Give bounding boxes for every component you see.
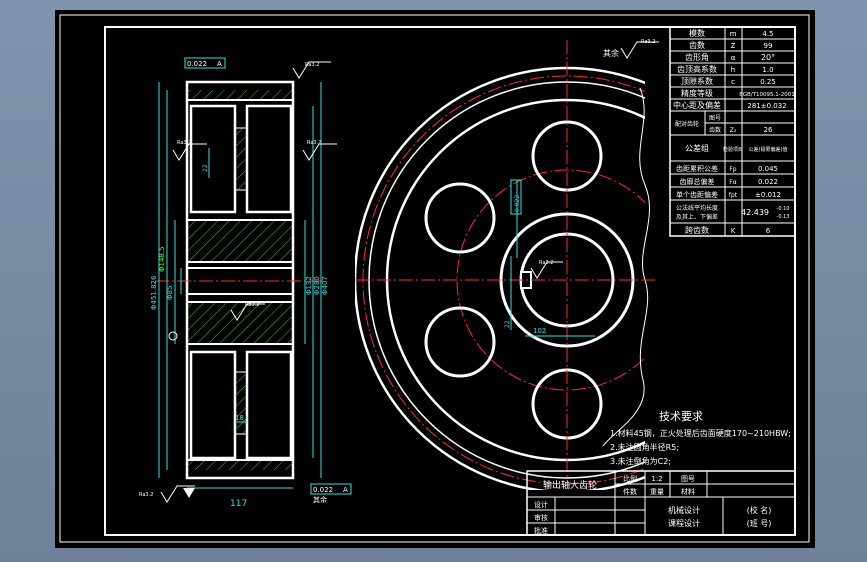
svg-text:26: 26 — [764, 126, 773, 134]
svg-text:fpt: fpt — [729, 192, 738, 199]
svg-text:8GB/T10095.1-2001: 8GB/T10095.1-2001 — [739, 92, 794, 98]
svg-text:99: 99 — [764, 42, 773, 50]
svg-text:20°: 20° — [761, 53, 775, 62]
tech-title: 技术要求 — [659, 410, 703, 423]
dim-width: 117 — [230, 499, 247, 509]
svg-text:α: α — [731, 54, 736, 62]
svg-text:0.25: 0.25 — [760, 78, 776, 86]
technical-requirements: 技术要求 1.材料45钢，正火处理后齿面硬度170~210HBW; 2.未注圆角… — [610, 410, 791, 466]
svg-text:(班 号): (班 号) — [747, 518, 772, 528]
table-text: 模数 m 4.5 齿数 Z 99 齿形角 α 20° 齿顶高系数 h 1.0 顶… — [673, 28, 795, 235]
svg-text:齿数: 齿数 — [709, 126, 721, 134]
svg-text:比例: 比例 — [623, 474, 637, 483]
svg-text:配对齿轮: 配对齿轮 — [675, 120, 699, 128]
dim-web-dia: Φ148.5 — [158, 246, 166, 272]
datum-top: A — [217, 60, 222, 68]
ra-right: Ra3.2 — [307, 140, 321, 146]
svg-text:件数: 件数 — [623, 487, 637, 496]
svg-text:0.022: 0.022 — [758, 178, 778, 186]
svg-text:齿形角: 齿形角 — [685, 52, 709, 62]
dim-hub-dia: Φ407 — [321, 276, 329, 295]
svg-text:单个齿距偏差: 单个齿距偏差 — [676, 190, 718, 199]
dim-root-dia: Φ280 — [313, 276, 321, 295]
svg-text:齿数: 齿数 — [689, 40, 705, 50]
ra-bottom: Ra3.2 — [139, 492, 153, 498]
dim-key-width: 22 — [504, 320, 511, 328]
svg-text:齿顶高系数: 齿顶高系数 — [677, 64, 717, 74]
svg-text:281±0.032: 281±0.032 — [747, 102, 786, 110]
dim-keyway: 102 — [533, 327, 546, 335]
dim-tip-dia: Φ451.826 — [150, 275, 158, 310]
svg-text:齿廓总偏差: 齿廓总偏差 — [680, 177, 715, 186]
tolerance-bottom: 0.022 — [313, 486, 333, 494]
dim-ring-dia: Φ132 — [305, 276, 313, 295]
dim-bore-dia: Φ85 — [166, 286, 174, 300]
svg-text:模数: 模数 — [689, 28, 705, 38]
tol-keyway: 0.022 — [514, 195, 521, 212]
svg-text:公差组: 公差组 — [685, 143, 709, 153]
svg-text:6: 6 — [766, 227, 771, 235]
ra-hub: Ra3.2 — [245, 302, 259, 308]
svg-text:公差(极限偏差)值: 公差(极限偏差)值 — [749, 146, 788, 153]
svg-text:材料: 材料 — [681, 487, 695, 496]
ra-top: Ra3.2 — [305, 62, 319, 68]
tech-line-2: 2.未注圆角半径R5; — [610, 442, 679, 452]
svg-text:审核: 审核 — [534, 513, 548, 522]
svg-text:检验项目: 检验项目 — [723, 146, 743, 153]
svg-text:K: K — [731, 227, 736, 235]
ra-other: Ra3.2 — [641, 39, 655, 45]
dim-hub: 18 — [235, 414, 244, 422]
gear-drawing: 0.022 A 0.022 A 其余 Ra3.2 Ra3.2 Ra3.2 Ra3… — [59, 14, 810, 543]
svg-text:Fp: Fp — [729, 166, 736, 173]
title-block — [526, 470, 796, 536]
other-label-bottom: 其余 — [313, 495, 327, 504]
svg-text:重量: 重量 — [650, 488, 664, 496]
dim-rim: 22 — [202, 164, 209, 172]
inner-frame — [104, 26, 796, 536]
svg-text:42.439: 42.439 — [741, 208, 769, 217]
svg-text:0.045: 0.045 — [758, 165, 778, 173]
svg-text:跨齿数: 跨齿数 — [685, 225, 709, 235]
svg-text:m: m — [730, 30, 737, 38]
svg-text:课程设计: 课程设计 — [668, 518, 700, 528]
svg-text:4.5: 4.5 — [762, 30, 773, 38]
svg-text:Z: Z — [731, 42, 736, 50]
svg-text:1.0: 1.0 — [762, 66, 773, 74]
svg-text:设计: 设计 — [534, 500, 548, 509]
tech-line-3: 3.未注倒角为C2; — [610, 456, 671, 466]
svg-text:c: c — [731, 78, 735, 86]
svg-text:h: h — [731, 66, 735, 74]
svg-text:顶隙系数: 顶隙系数 — [681, 76, 713, 86]
svg-text:批准: 批准 — [534, 526, 548, 535]
svg-text:精度等级: 精度等级 — [681, 88, 713, 98]
datum-bottom: A — [343, 486, 348, 494]
svg-text:±0.012: ±0.012 — [755, 191, 781, 199]
part-name: 输出轴大齿轮 — [543, 479, 597, 491]
cad-viewport[interactable]: 0.022 A 0.022 A 其余 Ra3.2 Ra3.2 Ra3.2 Ra3… — [55, 10, 815, 548]
tech-line-1: 1.材料45钢，正火处理后齿面硬度170~210HBW; — [610, 428, 791, 438]
title-block-text: 输出轴大齿轮 比例 1:2 件数 图号 重量 材料 设计 审核 批准 机械设计 … — [534, 474, 771, 535]
front-view — [355, 40, 659, 490]
svg-text:中心距及偏差: 中心距及偏差 — [673, 100, 721, 110]
outer-frame — [59, 14, 810, 543]
svg-text:及其上、下偏差: 及其上、下偏差 — [676, 213, 718, 221]
svg-text:图号: 图号 — [681, 475, 695, 483]
svg-text:-0.10: -0.10 — [777, 206, 790, 212]
svg-text:1:2: 1:2 — [651, 475, 662, 483]
other-label-top: 其余 — [603, 48, 619, 58]
tolerance-top: 0.022 — [187, 60, 207, 68]
svg-text:机械设计: 机械设计 — [668, 505, 700, 515]
svg-text:图号: 图号 — [709, 115, 721, 122]
section-view — [155, 57, 352, 503]
svg-text:Fα: Fα — [729, 179, 736, 186]
ra-left: Ra3.2 — [177, 140, 191, 146]
svg-text:公法线平均长度: 公法线平均长度 — [676, 204, 718, 212]
gear-parameter-table — [669, 26, 796, 237]
ra-bore: Ra3.2 — [539, 260, 553, 266]
svg-text:Z₂: Z₂ — [730, 127, 737, 134]
svg-text:(校 名): (校 名) — [747, 505, 772, 515]
svg-text:-0.13: -0.13 — [777, 214, 790, 220]
svg-text:齿距累积公差: 齿距累积公差 — [676, 164, 718, 173]
